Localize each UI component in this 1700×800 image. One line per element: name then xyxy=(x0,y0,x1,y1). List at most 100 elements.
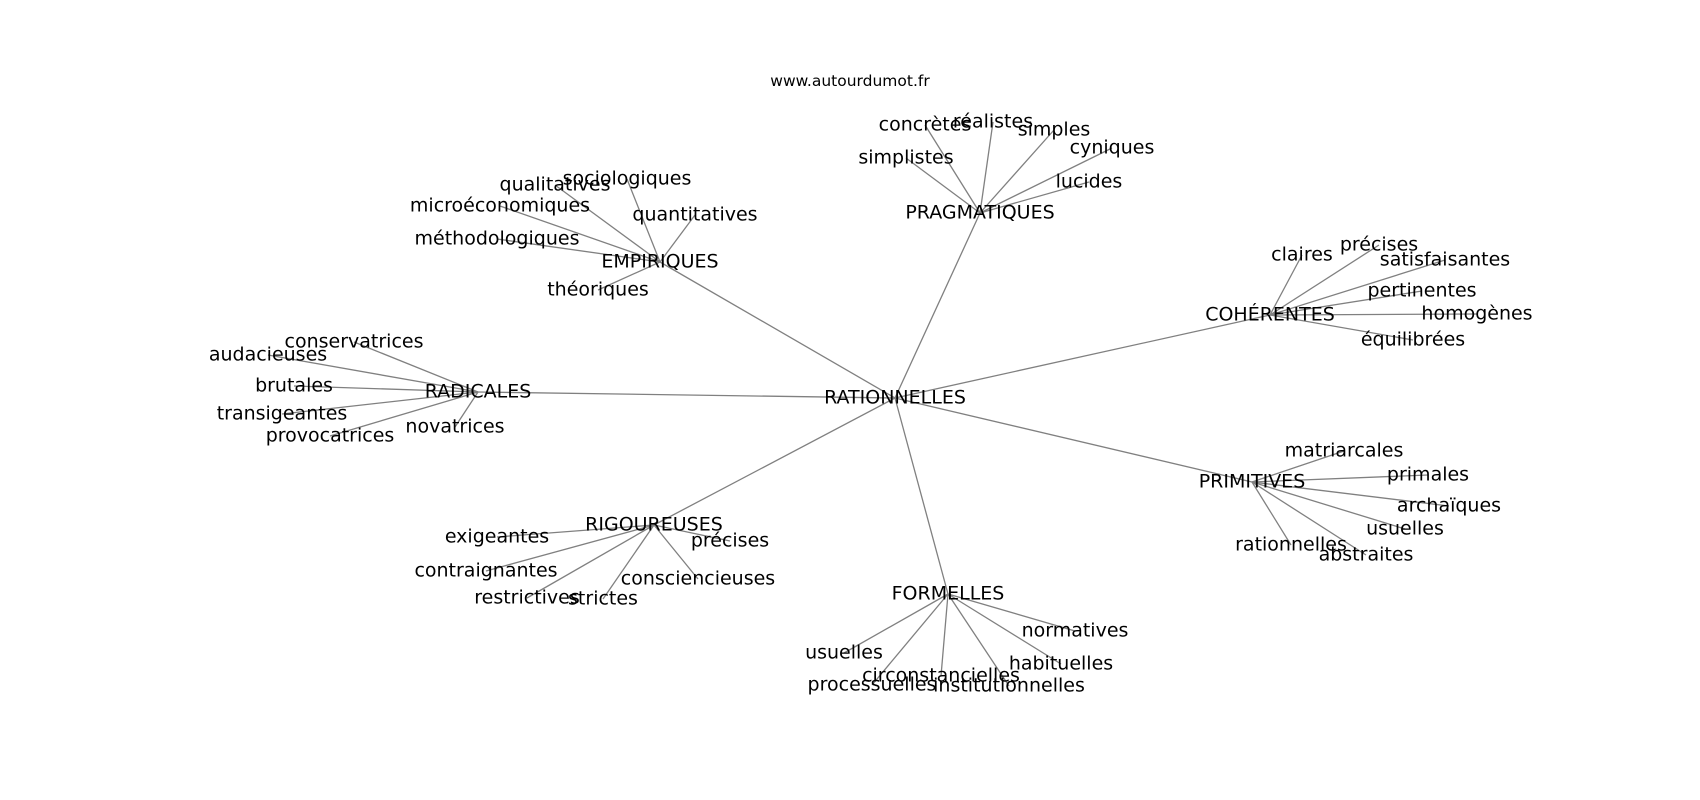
word-node: contraignantes xyxy=(414,560,557,582)
word-node: audacieuses xyxy=(209,344,327,366)
word-edge xyxy=(496,524,655,538)
word-node: quantitatives xyxy=(632,204,757,226)
word-node: archaïques xyxy=(1397,495,1501,517)
word-edge xyxy=(281,391,479,415)
word-node: méthodologiques xyxy=(415,228,580,250)
word-edge xyxy=(1251,474,1429,483)
word-edge xyxy=(653,524,731,542)
word-node: qualitatives xyxy=(500,174,611,196)
group-node: PRAGMATIQUES xyxy=(905,202,1054,224)
word-edge xyxy=(947,593,1076,632)
word-edge xyxy=(979,181,1090,214)
word-node: cyniques xyxy=(1070,137,1155,159)
center-node: RATIONNELLES xyxy=(824,387,966,409)
word-edge xyxy=(267,354,479,393)
word-node: simplistes xyxy=(858,147,953,169)
word-node: claires xyxy=(1271,244,1333,266)
word-node: réalistes xyxy=(953,111,1033,133)
group-node: RADICALES xyxy=(425,381,532,403)
word-edge xyxy=(602,524,655,600)
word-edge xyxy=(626,178,661,263)
word-edge xyxy=(454,391,479,428)
word-node: homogènes xyxy=(1421,303,1532,325)
word-edge xyxy=(653,524,699,580)
word-node: brutales xyxy=(255,375,333,397)
word-edge xyxy=(1251,481,1450,507)
word-edge xyxy=(353,341,479,393)
word-edge xyxy=(979,129,1055,214)
word-node: pertinentes xyxy=(1367,280,1476,302)
word-edge xyxy=(659,214,696,263)
word-node: lucides xyxy=(1056,171,1123,193)
word-node: consciencieuses xyxy=(621,568,775,590)
word-edge xyxy=(554,184,661,263)
word-edge xyxy=(293,385,479,393)
center-edge xyxy=(894,314,1271,399)
center-edge xyxy=(477,391,896,399)
word-edge xyxy=(947,593,1010,687)
word-node: strictes xyxy=(568,588,638,610)
word-node: usuelles xyxy=(805,642,883,664)
word-edge xyxy=(979,121,994,214)
word-node: théoriques xyxy=(547,279,649,301)
word-edge xyxy=(1269,244,1380,316)
word-node: provocatrices xyxy=(266,425,395,447)
word-node: normatives xyxy=(1022,620,1129,642)
word-edge xyxy=(329,391,479,437)
group-node: FORMELLES xyxy=(892,583,1005,605)
word-edge xyxy=(597,261,661,291)
word-edge xyxy=(979,147,1113,214)
word-node: sociologiques xyxy=(563,168,692,190)
word-node: habituelles xyxy=(1009,653,1113,675)
labels-layer: RATIONNELLES PRAGMATIQUES concrètesréalist… xyxy=(209,111,1533,697)
word-edge xyxy=(1269,254,1303,316)
center-edge xyxy=(659,261,896,399)
word-node: novatrices xyxy=(405,416,504,438)
word-node: processuelles xyxy=(808,674,937,696)
group-node: COHÉRENTES xyxy=(1205,303,1335,326)
word-node: concrètes xyxy=(879,114,972,136)
word-edge xyxy=(871,593,949,686)
word-edge xyxy=(1251,481,1292,546)
edges-layer xyxy=(267,121,1478,687)
word-node: précises xyxy=(1340,234,1418,256)
word-node: circonstancielles xyxy=(862,665,1020,687)
word-node: transigeantes xyxy=(217,403,348,425)
group-node: RIGOUREUSES xyxy=(585,514,723,536)
word-node: équilibrées xyxy=(1361,329,1465,351)
word-edge xyxy=(843,593,949,654)
word-edge xyxy=(1269,313,1478,316)
center-edge xyxy=(894,397,949,595)
word-node: rationnelles xyxy=(1235,534,1347,556)
word-edge xyxy=(1251,450,1345,483)
word-edge xyxy=(526,524,655,599)
word-edge xyxy=(924,124,981,214)
group-node: EMPIRIQUES xyxy=(601,251,718,273)
word-edge xyxy=(947,593,1062,665)
word-node: institutionnelles xyxy=(933,675,1085,697)
word-edge xyxy=(905,157,981,214)
word-node: abstraites xyxy=(1319,544,1414,566)
word-node: microéconomiques xyxy=(410,195,590,217)
center-edge xyxy=(653,397,896,526)
word-node: matriarcales xyxy=(1285,440,1404,462)
word-node: satisfaisantes xyxy=(1380,249,1510,271)
word-node: primales xyxy=(1387,464,1469,486)
word-edge xyxy=(1269,314,1414,341)
word-node: conservatrices xyxy=(285,331,424,353)
center-edge xyxy=(894,212,981,399)
word-node: usuelles xyxy=(1366,518,1444,540)
word-edge xyxy=(1251,481,1367,556)
word-node: simples xyxy=(1018,119,1091,141)
word-node: restrictives xyxy=(474,587,580,609)
word-edge xyxy=(1251,481,1406,530)
word-edge xyxy=(496,238,661,263)
word-edge xyxy=(1269,290,1423,316)
word-node: précises xyxy=(691,530,769,552)
site-watermark: www.autourdumot.fr xyxy=(770,72,930,90)
word-edge xyxy=(499,205,661,263)
word-edge xyxy=(940,593,949,677)
group-node: PRIMITIVES xyxy=(1199,471,1306,493)
word-node: exigeantes xyxy=(445,526,549,548)
